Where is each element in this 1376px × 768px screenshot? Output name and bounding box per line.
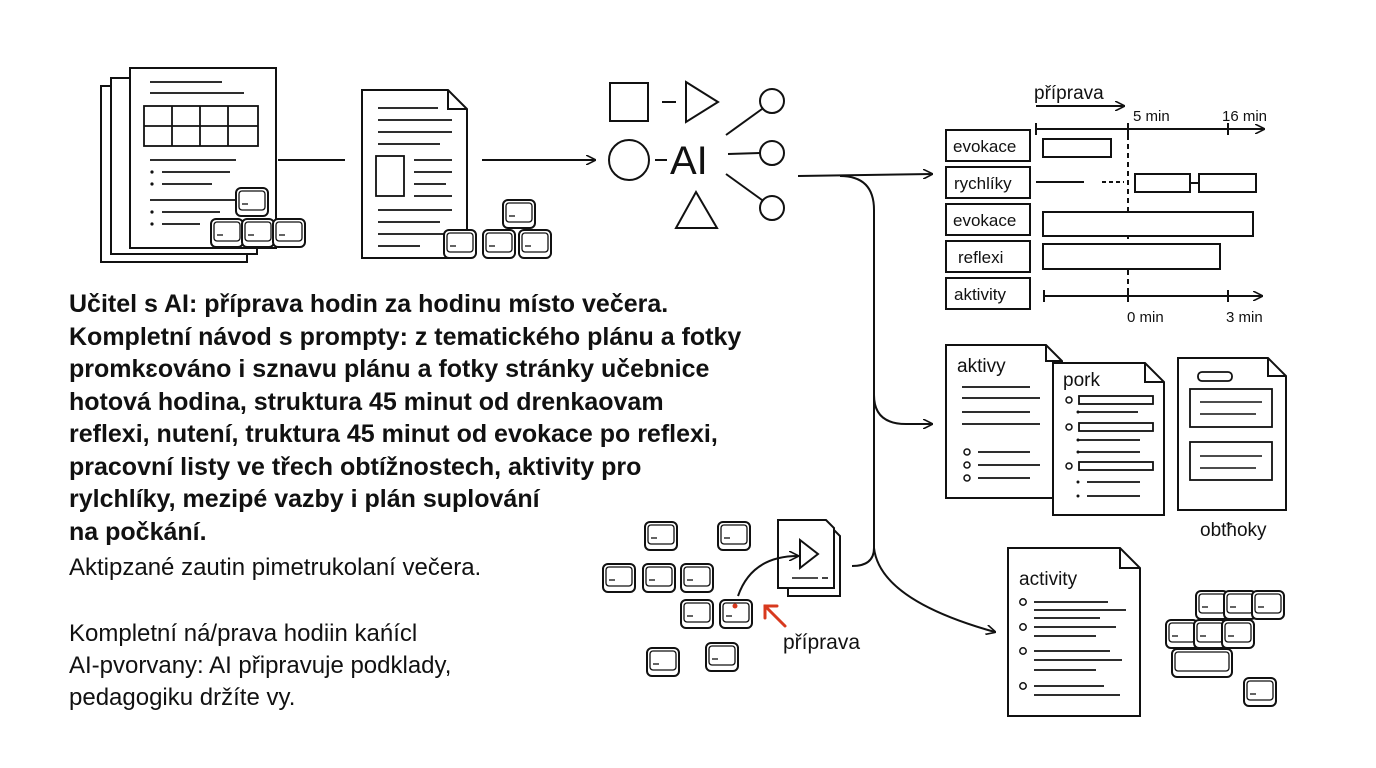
top-tick-label-2: 16 min [1222, 108, 1267, 125]
output-node-bottom-icon [759, 195, 785, 221]
timeline-row-box-5 [945, 277, 1031, 310]
curved-arrow [737, 556, 798, 597]
timeline-bar-2b [1198, 173, 1257, 193]
worksheet-title-2: pork [1063, 370, 1100, 391]
ai-label: AI [670, 139, 708, 183]
activity-document-title: activity [1019, 569, 1078, 590]
play-icon [799, 537, 820, 571]
output-node-middle-icon [759, 140, 785, 166]
subtext: Aktipzané zautin pimetrukolaní večera. [69, 552, 481, 584]
top-tick-label-1: 5 min [1133, 108, 1170, 125]
timeline-chart: příprava 5 min 16 min 0 min 3 min evokac… [945, 83, 1267, 326]
subtext-line: Aktipzané zautin pimetrukolaní večera. [69, 554, 482, 581]
blurb: Kompletní ná/prava hodiin kańícl AI-pvor… [69, 618, 451, 714]
timeline-bar-3 [1042, 211, 1254, 237]
heading-line-2: Kompletní návod s prompty: z tematického… [69, 322, 742, 351]
blurb-line-2: AI-pvorvany: AI připravuje podklady, [69, 652, 452, 679]
main-heading: Učitel s AI: příprava hodin za hodinu mí… [69, 288, 829, 548]
bottom-tick-label-1: 0 min [1127, 309, 1164, 326]
activity-document [1007, 547, 1141, 717]
heading-line-1: Učitel s AI: příprava hodin za hodinu mí… [69, 290, 669, 318]
heading-line-8: na počkání. [69, 517, 207, 546]
video-document-icon [777, 519, 841, 597]
heading-line-5: reflexi, nutení, truktura 45 minut od ev… [69, 420, 718, 448]
output-node-top-icon [759, 88, 785, 114]
timeline-row-label-4: reflexi [958, 248, 1003, 267]
worksheet-pork-doc [1052, 362, 1165, 516]
timeline-row-label-1: evokace [953, 137, 1016, 156]
play-triangle-icon [685, 80, 720, 124]
timeline-bar-4 [1042, 243, 1221, 270]
worksheet-activity-doc [945, 344, 1063, 499]
timeline-row-box-3 [945, 203, 1031, 236]
timeline-row-label-3: evokace [953, 211, 1016, 230]
photo-placeholder-icon [375, 155, 405, 197]
heading-line-6: pracovní listy ve třech obtížnostech, ak… [69, 452, 642, 481]
heading-line-4: hotová hodina, struktura 45 minut od dre… [69, 387, 664, 416]
keyboard-cluster-label: příprava [783, 631, 860, 654]
source-document-stack [100, 67, 277, 263]
worksheet-title-1: aktivy [957, 356, 1006, 377]
square-shape-icon [609, 82, 649, 122]
timeline-row-box-1 [945, 129, 1031, 162]
timeline-title: příprava [1034, 83, 1104, 104]
timeline-row-box-2 [945, 166, 1031, 199]
timeline-bar-2a [1134, 173, 1191, 193]
timeline-row-label-2: rychlíky [954, 174, 1012, 193]
textbook-page-document [361, 89, 468, 259]
timeline-bar-1 [1042, 138, 1112, 158]
worksheet-difficulty-doc [1177, 357, 1287, 511]
timeline-row-box-4 [945, 240, 1031, 273]
blurb-line-1: Kompletní ná/prava hodiin kańícl [69, 620, 418, 647]
timeline-row-label-5: aktivity [954, 285, 1006, 304]
heading-line-3: promkɛováno i sznavu plánu a fotky strán… [69, 355, 710, 383]
circle-shape-icon [608, 139, 650, 181]
bottom-tick-label-2: 3 min [1226, 309, 1263, 326]
triangle-shape-icon [674, 189, 719, 229]
ai-node [608, 80, 785, 229]
cursor-arrow-icon [763, 604, 787, 628]
keyboard-keys-right [1165, 590, 1285, 707]
branch-connectors [797, 174, 995, 632]
red-dot-marker [732, 603, 738, 609]
worksheet-caption-3: obtħoky [1200, 520, 1267, 541]
heading-line-7: rylchlíky, mezipé vazby i plán suplování [69, 485, 540, 513]
blurb-line-3: pedagogiku držíte vy. [69, 684, 296, 711]
